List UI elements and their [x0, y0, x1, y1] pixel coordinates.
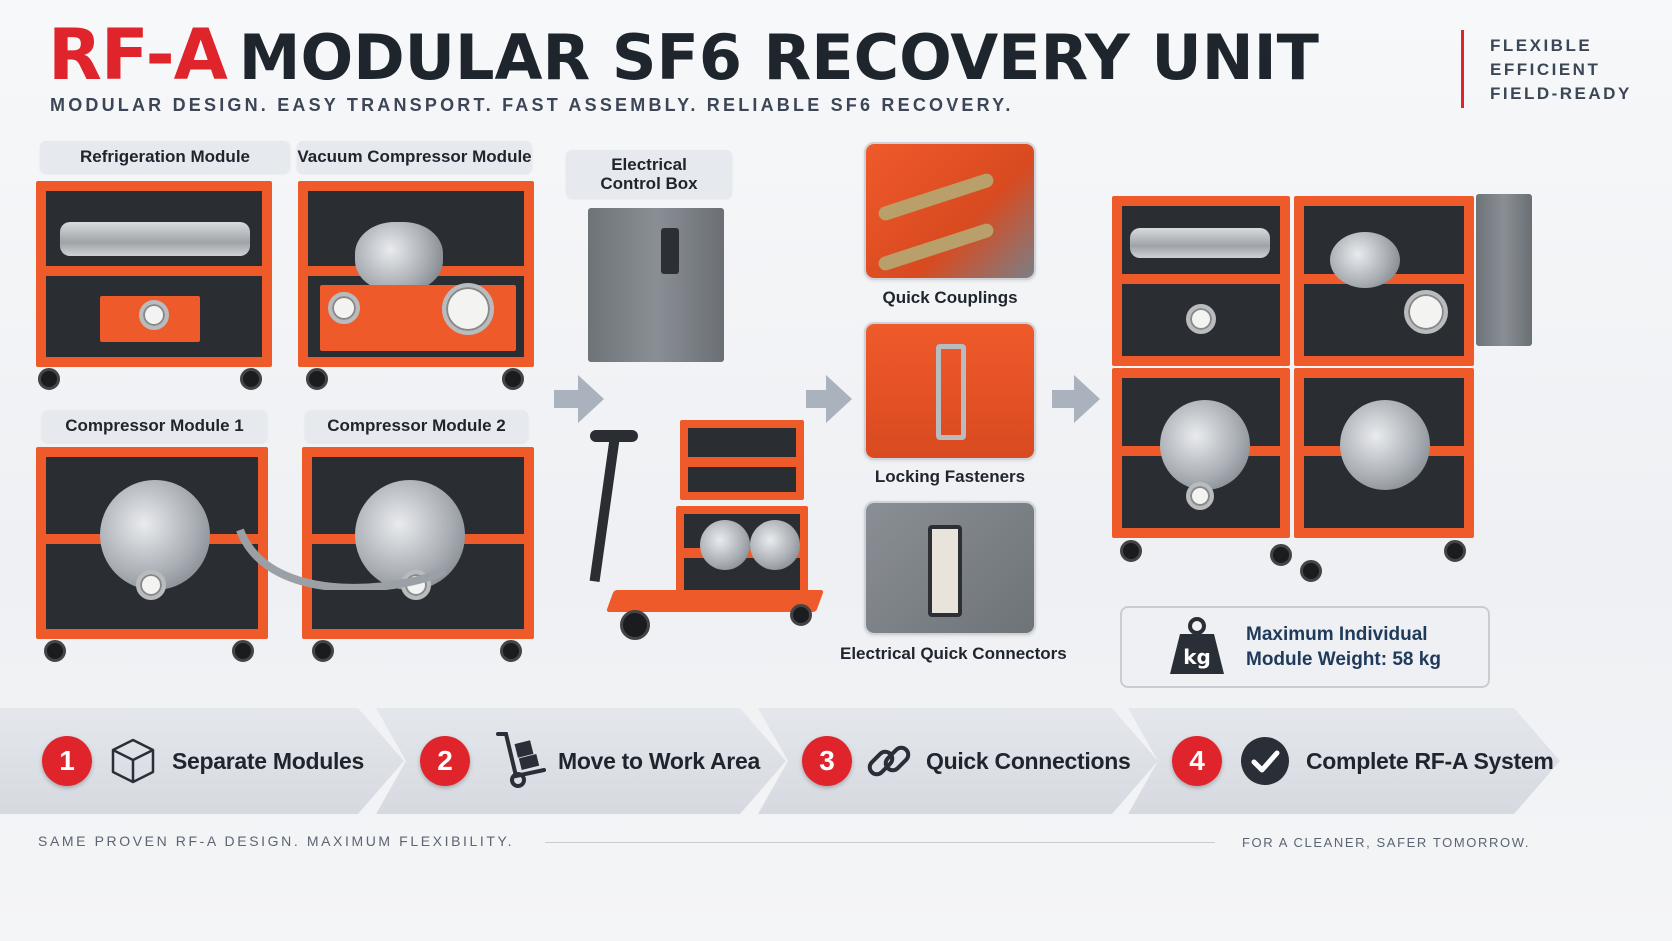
weight-line-2: Module Weight: 58 kg: [1246, 649, 1441, 670]
step-2: 2 Move to Work Area: [376, 708, 786, 814]
step-4: 4 Complete RF-A System: [1128, 708, 1560, 814]
label-refrigeration-module: Refrigeration Module: [40, 141, 290, 173]
electrical-connectors-photo: [864, 501, 1036, 635]
label-compressor-module-1: Compressor Module 1: [42, 410, 267, 442]
step-3-label: Quick Connections: [926, 748, 1131, 774]
weight-icon: kg: [1170, 617, 1224, 674]
locking-fasteners-photo: [864, 322, 1036, 460]
hand-truck-icon: [496, 732, 546, 788]
tagline-field-ready: FIELD-READY: [1490, 84, 1632, 103]
step-4-number: 4: [1172, 736, 1222, 786]
step-4-label: Complete RF-A System: [1306, 748, 1554, 774]
weight-text: Maximum Individual Module Weight: 58 kg: [1246, 622, 1441, 672]
tagline-flexible: FLEXIBLE: [1490, 36, 1593, 55]
title-brand: RF-A: [48, 14, 228, 96]
label-vacuum-compressor-module: Vacuum Compressor Module: [297, 141, 532, 173]
taglines: FLEXIBLE EFFICIENT FIELD-READY: [1490, 34, 1632, 106]
step-2-label: Move to Work Area: [558, 748, 760, 774]
connecting-hose: [236, 528, 447, 590]
title-rest: MODULAR SF6 RECOVERY UNIT: [238, 21, 1319, 94]
step-1-number: 1: [42, 736, 92, 786]
caption-locking-fasteners: Locking Fasteners: [874, 467, 1026, 486]
tagline-divider: [1461, 30, 1464, 108]
cube-icon: [111, 738, 155, 784]
step-1-label: Separate Modules: [172, 748, 365, 774]
step-3-number: 3: [802, 736, 852, 786]
step-2-number: 2: [420, 736, 470, 786]
footer-divider: [545, 842, 1215, 843]
caption-electrical-quick-connectors: Electrical Quick Connectors: [840, 644, 1067, 663]
label-compressor-module-2: Compressor Module 2: [305, 410, 528, 442]
step-3: 3 Quick Connections: [758, 708, 1158, 814]
subtitle: MODULAR DESIGN. EASY TRANSPORT. FAST ASS…: [50, 95, 1014, 115]
weight-line-1: Maximum Individual: [1246, 624, 1428, 645]
check-circle-icon: [1241, 737, 1289, 785]
chain-link-icon: [867, 745, 911, 777]
footer-left-text: SAME PROVEN RF-A DESIGN. MAXIMUM FLEXIBI…: [38, 833, 515, 849]
label-electrical-control-box: Electrical Control Box: [566, 150, 732, 198]
quick-couplings-photo: [864, 142, 1036, 280]
weight-icon-text: kg: [1183, 645, 1211, 669]
footer-right-text: FOR A CLEANER, SAFER TOMORROW.: [1242, 835, 1531, 850]
caption-quick-couplings: Quick Couplings: [882, 288, 1018, 307]
tagline-efficient: EFFICIENT: [1490, 60, 1601, 79]
step-1: 1 Separate Modules: [0, 708, 404, 814]
